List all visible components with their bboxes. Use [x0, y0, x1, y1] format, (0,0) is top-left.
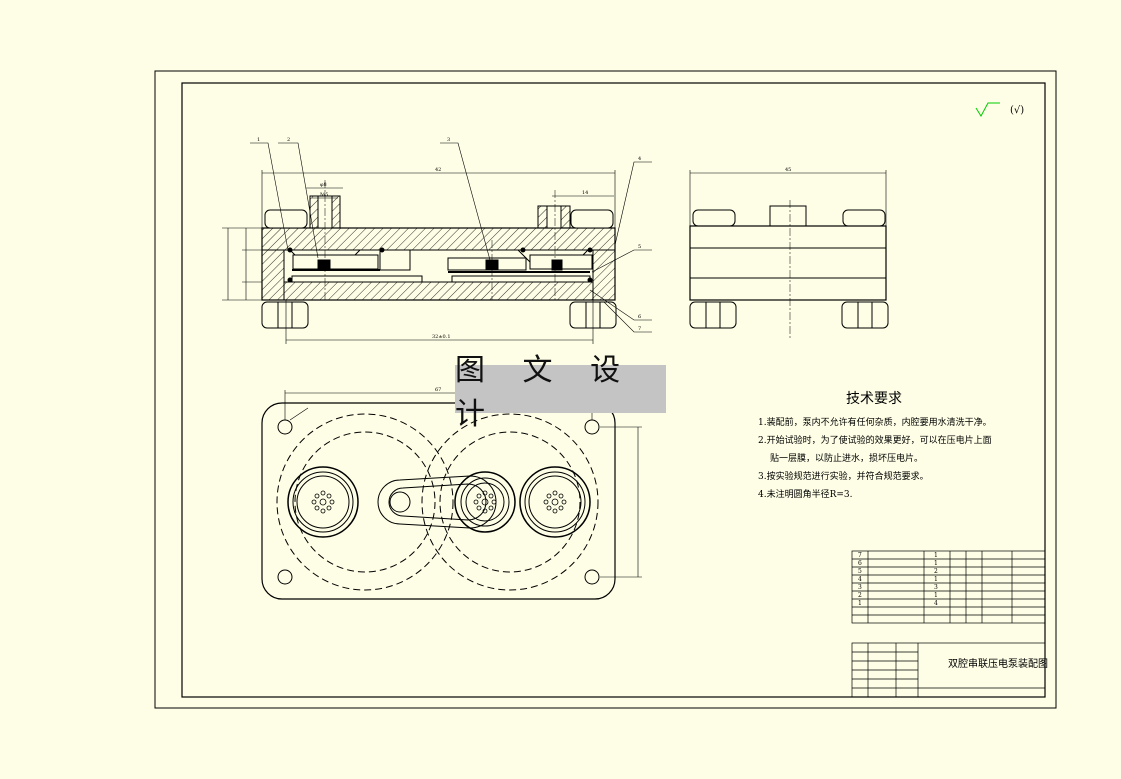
outer-border	[154, 70, 1057, 709]
svg-text:M5: M5	[320, 192, 328, 198]
tech-requirement-2: 2.开始试验时，为了使试验的效果更好，可以在压电片上面	[758, 436, 992, 446]
svg-text:4: 4	[934, 600, 938, 607]
svg-text:2: 2	[858, 592, 862, 599]
roughness-symbol-icon	[975, 102, 1000, 117]
inner-border	[181, 82, 1046, 698]
svg-text:φ8: φ8	[320, 182, 327, 188]
svg-text:7: 7	[638, 326, 641, 332]
tech-requirements-title: 技术要求	[846, 391, 902, 407]
front-section-view	[261, 180, 617, 329]
svg-text:6: 6	[858, 560, 862, 567]
svg-text:7: 7	[858, 552, 862, 559]
watermark-banner: 图 文 设 计	[455, 353, 666, 432]
bom-rows: 7 6 5 4 3 2 1 1 1 2 1 3 1 4	[858, 552, 938, 607]
svg-text:2: 2	[287, 137, 290, 143]
tech-requirement-4: 4.未注明圆角半径R=3.	[758, 490, 853, 500]
technical-requirements: 技术要求 1.装配前，泵内不允许有任何杂质，内腔要用水清洗干净。 2.开始试验时…	[758, 388, 1038, 504]
svg-text:32±0.1: 32±0.1	[432, 334, 451, 340]
svg-text:4: 4	[858, 576, 862, 583]
watermark-text: 图 文 设 计	[455, 353, 635, 432]
title-block	[851, 642, 1046, 698]
side-dim-text: 45	[785, 167, 791, 173]
svg-text:5: 5	[858, 568, 862, 575]
drawing-title: 双腔串联压电泵装配图	[948, 657, 1048, 670]
top-view	[261, 402, 616, 600]
bom-table	[851, 550, 1046, 624]
svg-text:42: 42	[435, 167, 441, 173]
front-view-dimensions	[222, 170, 616, 344]
svg-text:3: 3	[447, 137, 450, 143]
svg-text:5: 5	[638, 244, 641, 250]
svg-text:1: 1	[934, 560, 938, 567]
tech-requirement-3: 3.按实验规范进行实验，并符合规范要求。	[758, 472, 929, 482]
dimension-texts: 42 φ8 M5 14 32±0.1	[320, 167, 588, 340]
part-number-labels: 1 2 3 4 5 6 7	[257, 137, 641, 332]
tech-requirement-1: 1.装配前，泵内不允许有任何杂质，内腔要用水清洗干净。	[758, 418, 992, 428]
tech-requirement-2-cont: 贴一层膜，以防止进水，损坏压电片。	[770, 454, 924, 464]
top-dim-text: 67	[435, 387, 441, 393]
svg-text:3: 3	[858, 584, 862, 591]
svg-text:2: 2	[934, 568, 938, 575]
svg-text:1: 1	[858, 600, 862, 607]
svg-text:1: 1	[257, 137, 260, 143]
port-holes	[311, 490, 567, 514]
part-leaders	[250, 142, 652, 333]
svg-text:1: 1	[934, 576, 938, 583]
side-view	[689, 170, 889, 340]
svg-text:1: 1	[934, 592, 938, 599]
svg-text:14: 14	[582, 190, 588, 196]
roughness-note: (√)	[1010, 105, 1024, 116]
svg-text:4: 4	[638, 156, 641, 162]
svg-text:6: 6	[638, 314, 641, 320]
svg-text:3: 3	[934, 584, 938, 591]
svg-text:1: 1	[934, 552, 938, 559]
